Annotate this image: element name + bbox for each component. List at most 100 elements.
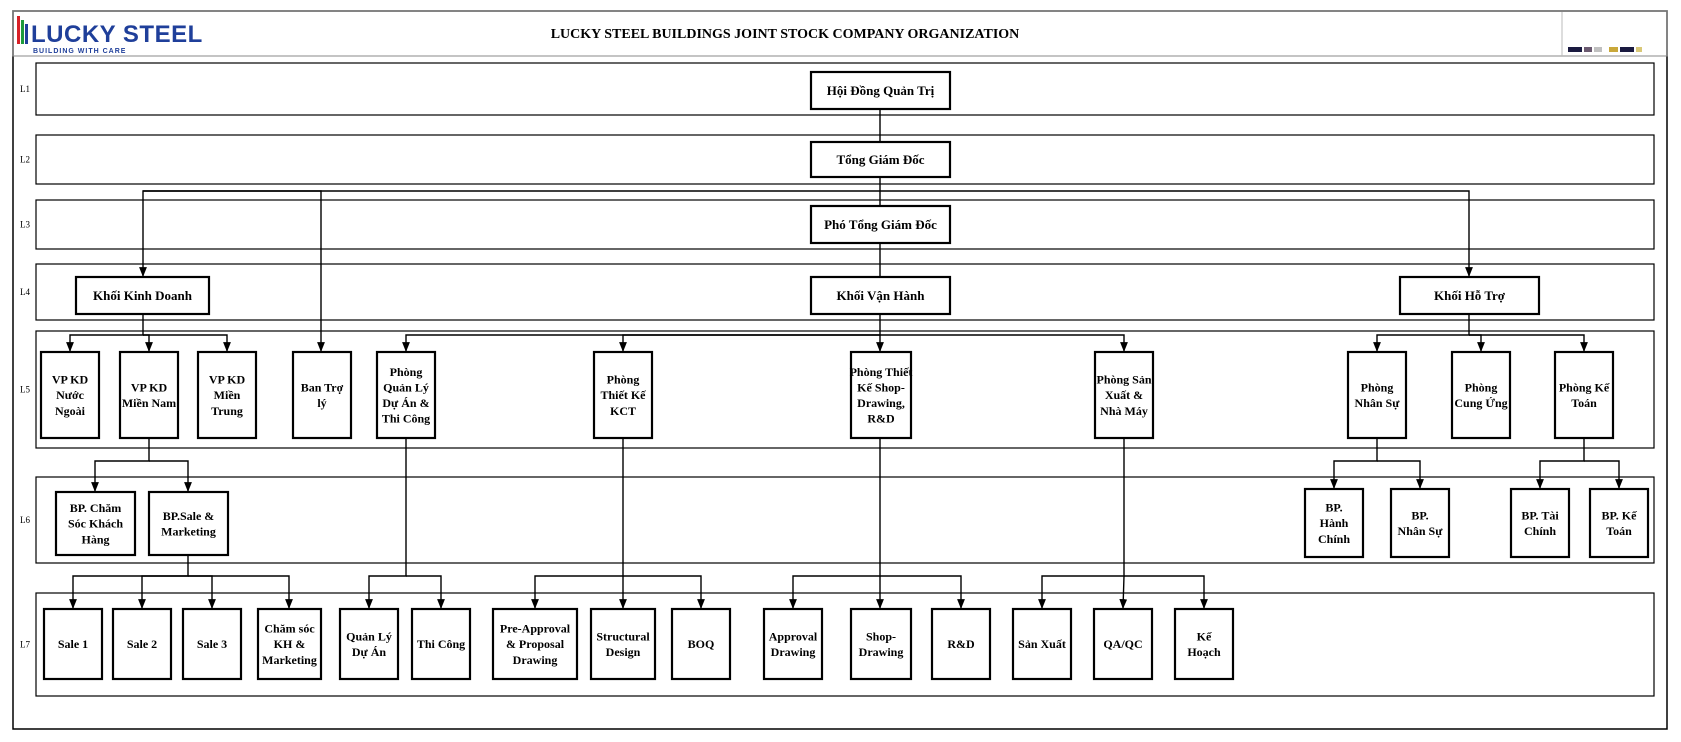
node-label: Kế Shop- (857, 380, 905, 394)
node-shopdraw: Shop-Drawing (849, 607, 913, 681)
node-sale2: Sale 2 (111, 607, 173, 681)
node-bp-ns: BP. Nhân Sự (1389, 487, 1451, 559)
node-box (809, 275, 952, 316)
level-label: L3 (20, 220, 30, 230)
node-label: Sóc Khách (68, 517, 123, 531)
node-label: Khối Vận Hành (837, 288, 926, 303)
node-label: Trung (211, 404, 243, 418)
node-label: Thi Công (382, 412, 430, 426)
node-khoi-kd: Khối Kinh Doanh (74, 275, 211, 316)
node-khoi-ht: Khối Hỗ Trợ (1398, 275, 1541, 316)
node-label: Drawing (771, 645, 816, 659)
connector (1536, 438, 1585, 489)
node-label: Phòng (390, 365, 423, 379)
node-label: VP KD (52, 373, 89, 387)
node-rnd: R&D (930, 607, 992, 681)
node-label: Thiết Kế (601, 388, 647, 402)
node-label: Design (606, 645, 641, 659)
node-box (410, 607, 472, 681)
level-label: L6 (20, 515, 30, 525)
node-label: Phòng Thiết (850, 365, 913, 379)
node-label: Sale 2 (127, 637, 157, 651)
node-label: Drawing (859, 645, 904, 659)
node-box (930, 607, 992, 681)
node-label: Nước (56, 388, 85, 402)
node-label: Chăm sóc (264, 622, 315, 636)
level-label: L4 (20, 287, 30, 297)
node-box (809, 70, 952, 111)
connector (149, 460, 192, 492)
node-qaqc: QA/QC (1092, 607, 1154, 681)
node-box (1093, 350, 1155, 440)
connector (143, 334, 231, 352)
connector (1584, 460, 1623, 489)
connector (1469, 334, 1588, 352)
level-label: L5 (20, 385, 30, 395)
node-label: lý (317, 396, 326, 410)
node-label: & Proposal (506, 637, 565, 651)
node-label: Quản Lý (383, 380, 429, 394)
node-label: Phòng Kế (1559, 380, 1610, 394)
node-label: R&D (947, 637, 975, 651)
node-label: Drawing (513, 653, 558, 667)
node-label: BP. Chăm (70, 501, 122, 515)
connector (531, 438, 624, 609)
node-box (1509, 487, 1571, 559)
connector (1119, 575, 1128, 609)
node-box (256, 607, 323, 681)
node-label: Marketing (262, 653, 317, 667)
node-label: BP.Sale & (163, 509, 215, 523)
node-box (1346, 350, 1408, 440)
node-box (1092, 607, 1154, 681)
connector (1330, 438, 1378, 489)
node-label: Toán (1571, 396, 1597, 410)
node-label: Thi Công (417, 637, 465, 651)
connector-lines (66, 109, 1623, 609)
node-label: Hàng (81, 532, 109, 546)
node-bp-sale-mkt: BP.Sale & Marketing (147, 490, 230, 557)
node-label: Nhân Sự (1398, 524, 1444, 538)
node-box (42, 607, 104, 681)
node-thicong: Thi Công (410, 607, 472, 681)
node-label: VP KD (209, 373, 246, 387)
node-label: Dự Án (352, 645, 387, 659)
header-band (12, 10, 1668, 57)
node-box (1398, 275, 1541, 316)
node-label: Tổng Giám Đốc (836, 152, 924, 167)
node-label: Nhà Máy (1100, 404, 1148, 418)
level-band-7 (35, 592, 1655, 697)
logo-tagline: BUILDING WITH CARE (33, 48, 126, 55)
connector (406, 575, 445, 609)
connector (138, 575, 188, 609)
connector (143, 334, 153, 352)
node-label: Toán (1606, 524, 1632, 538)
level-band-6 (35, 476, 1655, 564)
node-label: Nhân Sự (1355, 396, 1401, 410)
level-label: L2 (20, 155, 30, 165)
connector (1373, 314, 1470, 352)
page-title: LUCKY STEEL BUILDINGS JOINT STOCK COMPAN… (551, 27, 1020, 42)
node-khoi-vh: Khối Vận Hành (809, 275, 952, 316)
node-hdqt: Hội Đồng Quản Trị (809, 70, 952, 111)
node-label: BP. (1411, 508, 1428, 522)
node-box (147, 490, 230, 557)
node-box (809, 140, 952, 179)
node-label: Phòng (1361, 380, 1394, 394)
node-label: Xuất & (1105, 388, 1143, 402)
node-label: Hành (1320, 516, 1349, 530)
node-label: Chính (1318, 532, 1350, 546)
node-label: Chính (1524, 524, 1556, 538)
node-label: Marketing (161, 525, 216, 539)
node-box (1553, 350, 1615, 440)
node-label: BOQ (688, 637, 715, 651)
node-box (762, 607, 824, 681)
